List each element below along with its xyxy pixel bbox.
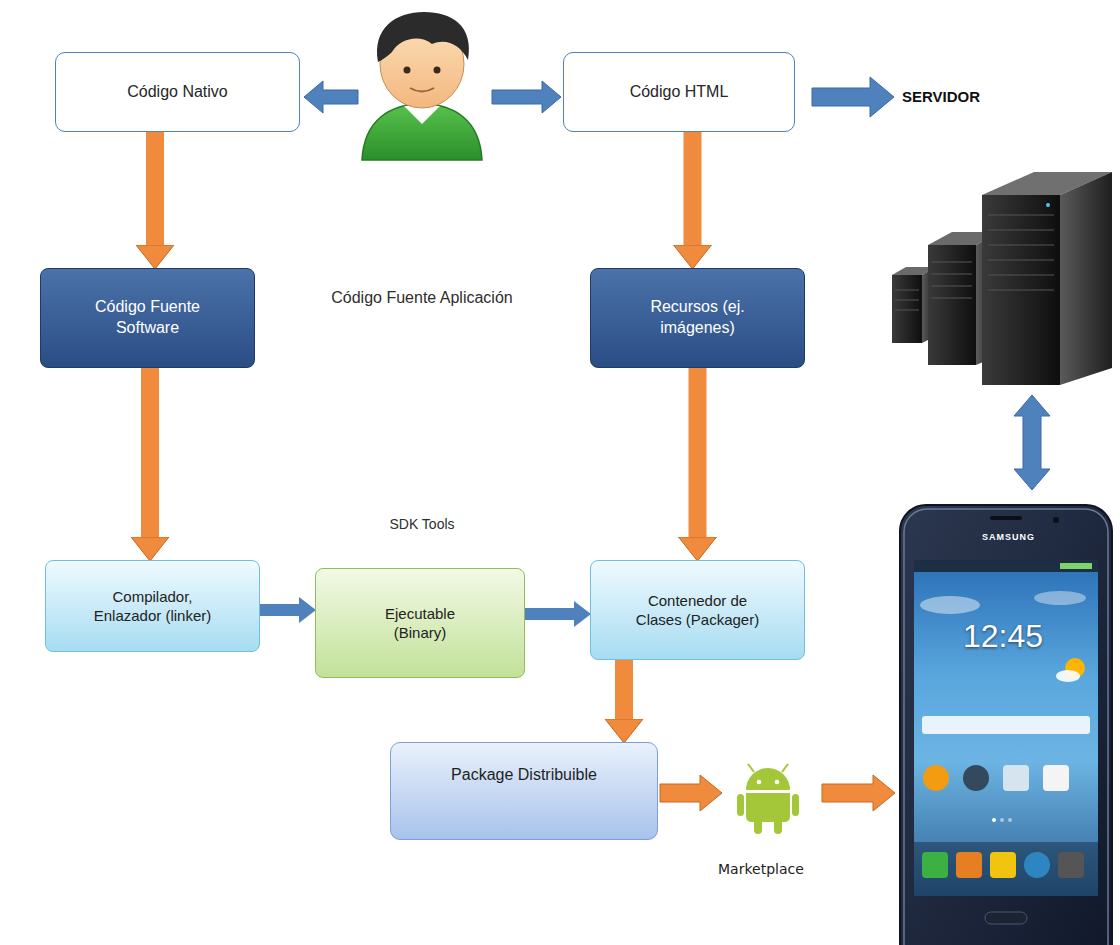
status-icons [1060,563,1092,569]
android-icon [737,764,799,834]
blue-arrow [492,81,561,113]
text-label: SAMSUNG [982,532,1035,544]
app-icon [963,765,989,791]
process-box: Código Fuente Software [40,268,255,368]
source-box: Código HTML [563,52,795,132]
source-box: Código Nativo [55,52,300,132]
node-label: Código Fuente Aplicación [331,288,512,309]
dock-icon [922,852,948,878]
node-label: Código Nativo [127,82,228,103]
status-bar [914,560,1098,572]
phone-camera [1053,517,1059,523]
person-body [362,104,482,160]
cloud [920,596,980,614]
text-label: SERVIDOR [902,87,980,107]
marketplace-label: Marketplace [718,860,804,878]
blue-arrow [812,77,894,117]
phone-earpiece [990,516,1022,520]
cloud [1034,591,1086,605]
brand-label: SAMSUNG [982,532,1035,544]
person-mouth [410,88,434,92]
app-icon [1003,765,1029,791]
flow-arrow [684,132,702,245]
phone-screen [914,560,1098,896]
process-box: Recursos (ej. imágenes) [590,268,805,368]
app-icon [923,765,949,791]
server-tower [982,172,1112,385]
text-label: Marketplace [718,860,804,878]
weather-cloud [1056,670,1080,682]
dock [914,842,1098,896]
page-dot [1000,818,1004,822]
person-eye [404,67,411,74]
page-dot [992,818,996,822]
orange-arrow [822,775,895,811]
text-label: 12:45 [963,616,1043,658]
phone-rim [904,509,1108,945]
page-dot [1008,818,1012,822]
node-label: Ejecutable (Binary) [365,604,475,643]
group-band: Código Fuente Aplicación Código Fuente So… [12,232,832,400]
search-bar [922,716,1090,734]
smartphone [900,505,1112,945]
server-icon [892,172,1112,385]
node-label: Package Distribuible [451,765,597,786]
process-box: Ejecutable (Binary) [315,568,525,678]
orange-arrow [660,775,722,811]
node-label: Contenedor de Clases (Packager) [628,591,768,630]
node-label: Código HTML [630,82,729,103]
blue-arrow [304,81,358,113]
server-label: SERVIDOR [902,87,980,107]
process-box: Compilador, Enlazador (linker) [45,560,260,652]
group-band: SDK ToolsCompilador, Enlazador (linker) E… [12,503,832,698]
flow-arrow [146,132,164,245]
dock-icon [990,852,1016,878]
node-label: Código Fuente Software [80,297,215,339]
dock-icon [956,852,982,878]
person-collar [404,106,440,124]
dock-icon [1058,852,1084,878]
home-button [985,912,1027,924]
developer-icon [362,12,482,160]
node-label: Compilador, Enlazador (linker) [78,587,228,626]
process-box: Contenedor de Clases (Packager) [590,560,805,660]
package-box: Package Distribuible [390,742,658,840]
dock-icon [1024,852,1050,878]
clock-label: 12:45 [963,616,1043,658]
phone-body [900,505,1112,945]
node-label: Recursos (ej. imágenes) [635,297,760,339]
double-arrow [1014,395,1050,490]
person-hair [377,12,469,62]
node-label: SDK Tools [389,515,454,533]
app-icon [1043,765,1069,791]
person-eye [434,67,441,74]
